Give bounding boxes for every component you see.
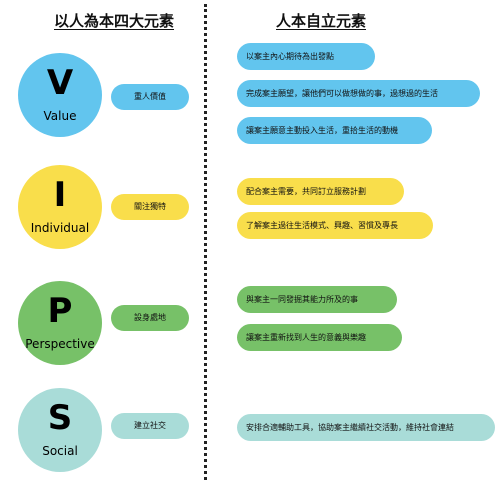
perspective-circle: P Perspective: [18, 281, 102, 365]
right-column-title: 人本自立元素: [276, 12, 367, 30]
value-letter: V: [46, 63, 74, 103]
value-circle: V Value: [18, 53, 102, 137]
perspective-tag: 設身處地: [111, 305, 189, 331]
value-item-2: 完成案主願望，讓他們可以做想做的事，過想過的生活: [237, 80, 480, 107]
individual-item-1: 配合案主需要，共同訂立服務計劃: [237, 178, 404, 205]
individual-circle: I Individual: [18, 165, 102, 249]
social-word: Social: [42, 444, 78, 458]
individual-letter: I: [53, 175, 67, 215]
perspective-word: Perspective: [25, 337, 95, 351]
social-letter: S: [47, 398, 73, 438]
social-tag: 建立社交: [111, 413, 189, 439]
social-item-1: 安排合適輔助工具，協助案主繼續社交活動，維持社會連結: [237, 414, 495, 441]
dotted-divider: [204, 4, 207, 480]
social-circle: S Social: [18, 388, 102, 472]
value-item-3: 讓案主願意主動投入生活，重拾生活的動機: [237, 117, 432, 144]
perspective-letter: P: [47, 291, 73, 331]
individual-word: Individual: [30, 221, 90, 235]
individual-item-2: 了解案主過往生活模式、興趣、習慣及專長: [237, 212, 433, 239]
perspective-item-1: 與案主一同發掘其能力所及的事: [237, 286, 397, 313]
left-column-title: 以人為本四大元素: [54, 12, 175, 30]
perspective-item-2: 讓案主重新找到人生的意義與樂趣: [237, 324, 402, 351]
value-tag: 重人價值: [111, 84, 189, 110]
value-item-1: 以案主內心期待為出發點: [237, 43, 375, 70]
value-word: Value: [43, 109, 77, 123]
individual-tag: 關注獨特: [111, 194, 189, 220]
